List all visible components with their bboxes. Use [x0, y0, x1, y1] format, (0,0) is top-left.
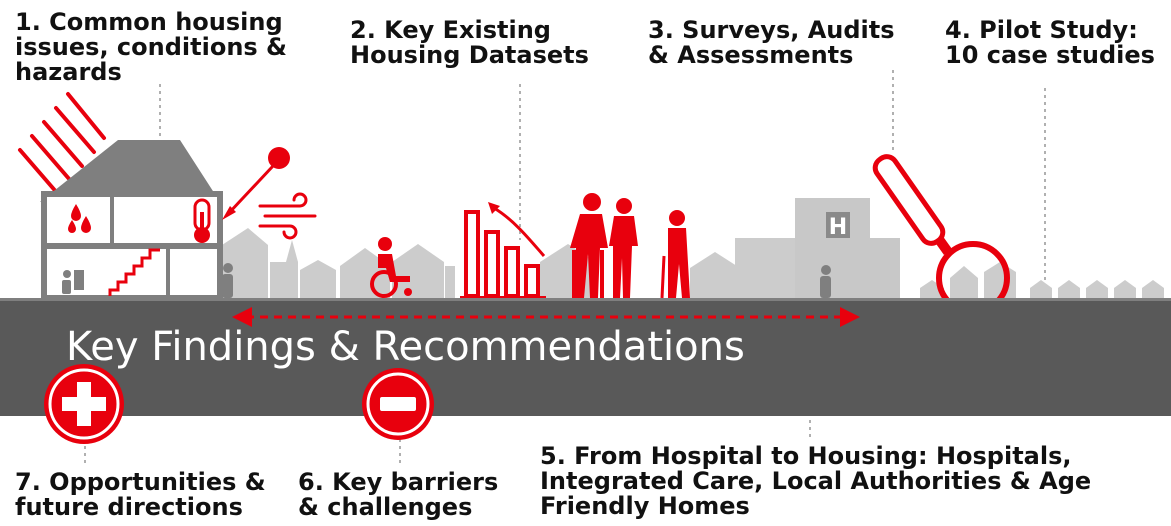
small-house — [1142, 280, 1164, 298]
skyline-spire — [286, 240, 298, 298]
elderly-people-icon — [570, 193, 690, 299]
water-drops-icon — [68, 204, 91, 233]
hospital-sign-box — [826, 212, 850, 238]
minus-circle-icon — [362, 368, 434, 440]
skyline-block — [445, 266, 455, 298]
label-surveys-audits-assessments: 3. Surveys, Audits & Assessments — [648, 16, 895, 69]
house-stairs — [108, 248, 160, 296]
label-opportunities: 7. Opportunities & future directions — [15, 468, 266, 521]
plus-circle-icon — [44, 364, 124, 444]
ground-line — [0, 298, 1171, 301]
thermometer-icon — [193, 198, 211, 243]
hospital-sign-letter: H — [829, 215, 847, 240]
sun-rays-icon — [18, 92, 106, 196]
hospital-wing — [870, 238, 900, 298]
small-house — [1058, 280, 1080, 298]
label-key-barriers: 6. Key barriers & challenges — [298, 468, 499, 521]
small-house — [1030, 280, 1052, 298]
skyline-house — [392, 244, 444, 298]
wheelchair-user-icon — [370, 237, 412, 298]
small-house — [950, 266, 978, 298]
house-stair-lift-chair — [74, 270, 84, 290]
label-existing-housing-datasets: 2. Key Existing Housing Datasets — [350, 16, 589, 69]
hazard-pointer-icon — [222, 147, 290, 220]
pedestrian-figures — [62, 263, 831, 298]
small-house — [1114, 280, 1136, 298]
skyline-house — [690, 252, 740, 298]
magnifying-glass-icon — [872, 154, 1010, 315]
skyline-house — [300, 260, 336, 298]
small-house — [1086, 280, 1108, 298]
skyline-house — [222, 228, 268, 298]
banner-title: Key Findings & Recommendations — [66, 324, 745, 370]
label-hospital-to-housing: 5. From Hospital to Housing: Hospitals, … — [540, 442, 1092, 520]
hospital-icon: H — [795, 198, 900, 298]
double-arrow — [232, 307, 860, 327]
wind-icon — [258, 192, 317, 240]
case-study-houses — [920, 262, 1164, 298]
house-roof — [40, 140, 220, 202]
label-pilot-study: 4. Pilot Study: 10 case studies — [945, 16, 1155, 69]
skyline-block — [270, 262, 290, 298]
skyline-house — [340, 248, 390, 298]
label-common-housing-issues: 1. Common housing issues, conditions & h… — [15, 8, 287, 86]
bar-chart-icon — [460, 202, 546, 300]
small-house — [984, 262, 1016, 298]
